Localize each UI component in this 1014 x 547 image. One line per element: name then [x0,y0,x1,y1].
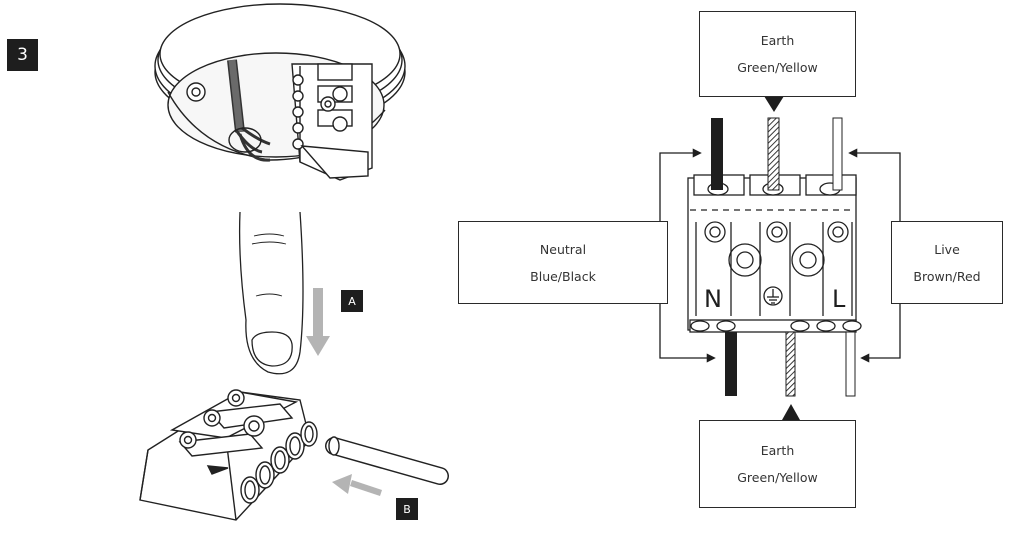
live-leader-lines [848,148,901,363]
earth-symbol-icon [763,286,783,306]
neutral-name: Neutral [539,241,587,257]
neutral-wire-top [711,118,723,190]
live-name: Live [934,241,960,257]
terminal-letter-neutral: N [704,285,722,313]
push-down-arrow [306,288,330,356]
neutral-color: Blue/Black [530,268,596,284]
earth-wire-top [767,117,780,191]
earth-wire-bottom [785,331,796,397]
earth-bottom-color: Green/Yellow [737,470,818,485]
neutral-leader-lines [659,148,716,363]
earth-bottom-pointer [782,404,800,420]
earth-top-color: Green/Yellow [737,60,818,75]
live-color: Brown/Red [913,268,981,284]
live-wire-top [832,117,843,191]
earth-top-label-box: Earth Green/Yellow [699,11,856,97]
live-wire-bottom [845,331,856,397]
earth-bottom-label-box: Earth Green/Yellow [699,420,856,508]
ceiling-rose-illustration [154,3,406,181]
insert-wire-arrow [332,474,382,496]
marker-b: B [396,498,418,520]
connector-closeup-illustration [139,389,449,521]
earth-top-name: Earth [760,33,795,48]
earth-bottom-name: Earth [760,443,795,458]
live-label-box: Live Brown/Red [891,221,1003,304]
finger-illustration [238,211,304,375]
earth-top-pointer [764,96,784,112]
terminal-letter-live: L [832,285,846,313]
neutral-label-box: Neutral Blue/Black [458,221,668,304]
marker-a: A [341,290,363,312]
terminal-block [687,174,862,333]
step-number-badge: 3 [7,39,38,71]
neutral-wire-bottom [725,332,737,396]
